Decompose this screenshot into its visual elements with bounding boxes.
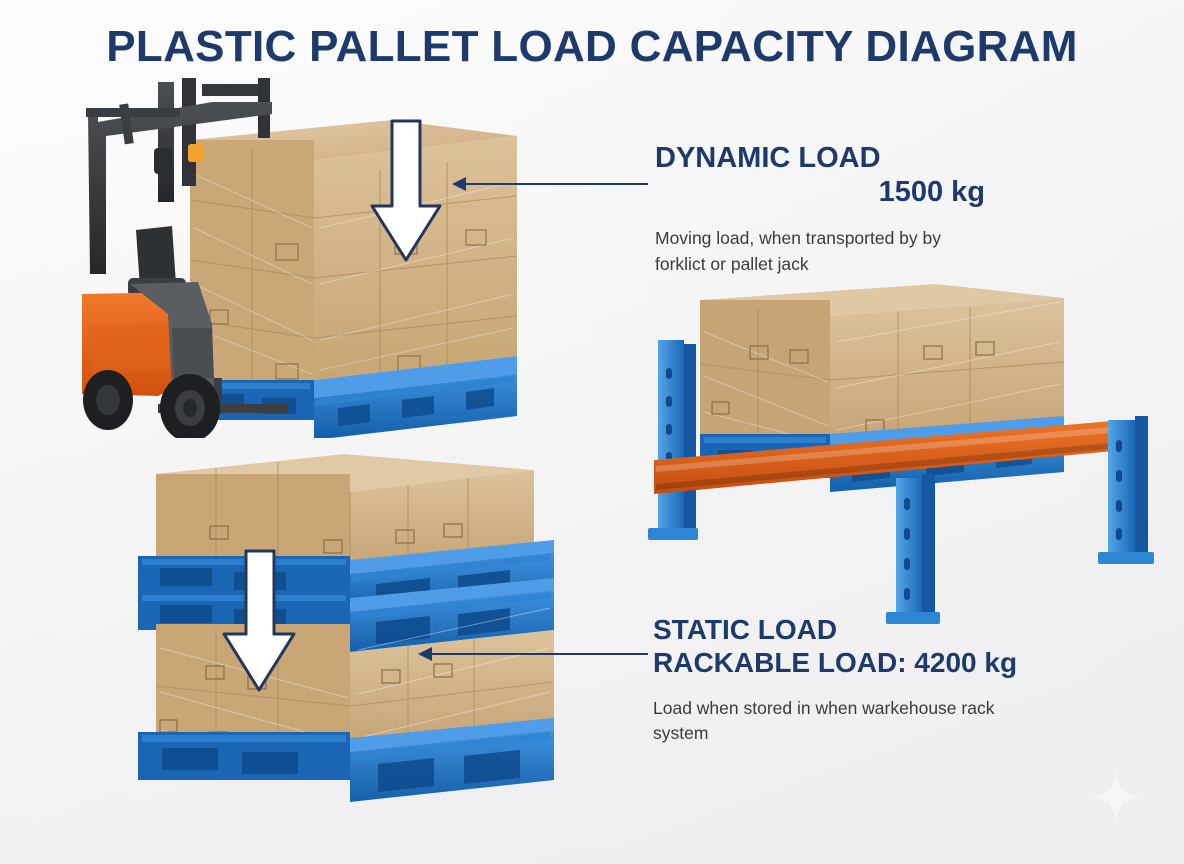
connector-arrowhead-left [418, 647, 432, 661]
dynamic-load-description: Moving load, when transported by by fork… [655, 228, 941, 274]
dynamic-load-arrow-icon [368, 118, 444, 269]
sparkle-icon [1088, 767, 1144, 832]
rack-beam-front [654, 420, 1124, 494]
dynamic-load-amount: 1500 kg [878, 176, 985, 209]
rack-upright-center [886, 474, 940, 624]
static-load-description: Load when stored in when warkehouse rack… [653, 698, 995, 744]
static-load-amount: RACKABLE LOAD: 4200 kg [653, 647, 1018, 679]
forklift-illustration [62, 78, 532, 442]
page-title: PLASTIC PALLET LOAD CAPACITY DIAGRAM [106, 22, 1078, 71]
static-load-arrow-icon [218, 548, 300, 699]
connector-line [430, 653, 648, 655]
stack-pallet-bottom [138, 718, 554, 802]
stacked-pallets-illustration [138, 448, 558, 823]
dynamic-load-heading: DYNAMIC LOAD [655, 142, 881, 174]
connector-arrowhead-left [452, 177, 466, 191]
pallet-load-boxes [189, 120, 518, 380]
rack-upright-left [648, 340, 698, 540]
static-load-heading: STATIC LOAD [653, 614, 838, 645]
callout-dynamic-load: DYNAMIC LOAD 1500 kg Moving load, when t… [655, 141, 985, 277]
pallet-rack-illustration [640, 272, 1180, 627]
forklift-vehicle [82, 78, 272, 442]
rack-upright-right [1098, 416, 1154, 564]
callout-static-load: STATIC LOAD RACKABLE LOAD: 4200 kg Load … [653, 613, 1018, 747]
dynamic-load-connector [452, 177, 648, 191]
static-load-connector [418, 647, 648, 661]
rack-pallet-load [699, 284, 1065, 446]
connector-line [464, 183, 648, 185]
